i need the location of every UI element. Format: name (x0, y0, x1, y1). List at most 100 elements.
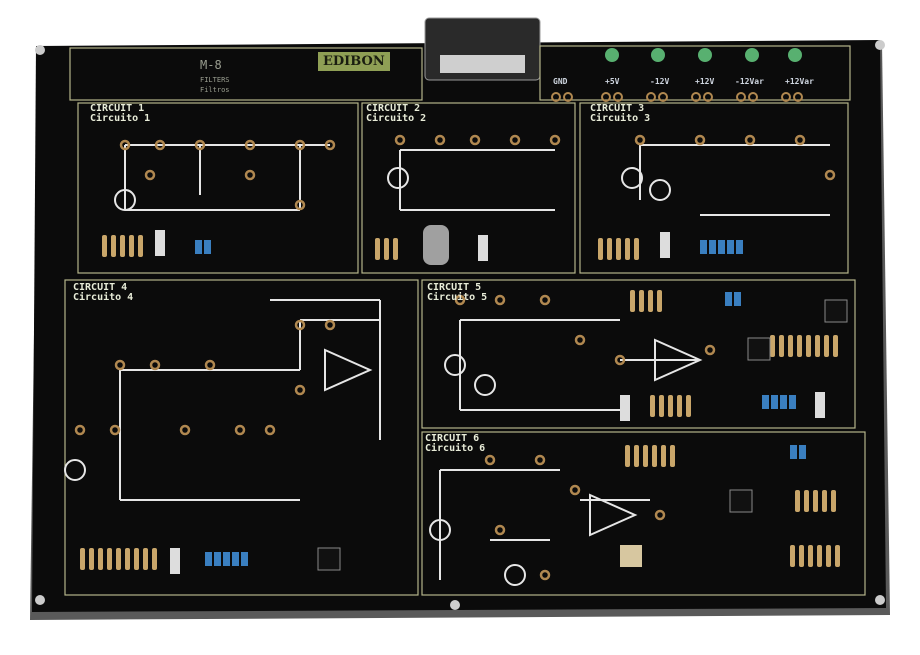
capacitor (205, 552, 212, 566)
source-symbol (504, 564, 526, 586)
slide-switch (478, 235, 488, 261)
ic-chip (729, 489, 753, 513)
resistor (98, 548, 103, 570)
resistor (111, 235, 116, 257)
resistor (659, 395, 664, 417)
resistor (102, 235, 107, 257)
resistor (375, 238, 380, 260)
opamp-symbol (654, 338, 703, 382)
edibon-logo: EDIBON (318, 52, 390, 71)
banana-pad (654, 509, 666, 521)
capacitor (790, 445, 797, 459)
capacitor (762, 395, 769, 409)
terminal-minus12var: -12Var (735, 77, 764, 86)
banana-pad (494, 524, 506, 536)
resistor (80, 548, 85, 570)
power-led (605, 48, 619, 62)
banana-pad (114, 359, 126, 371)
banana-pad (539, 294, 551, 306)
banana-pad (109, 424, 121, 436)
capacitor (780, 395, 787, 409)
banana-pad (324, 139, 336, 151)
opamp-symbol (589, 493, 638, 537)
capacitor (241, 552, 248, 566)
terminal-gnd: GND (553, 77, 568, 86)
resistor (813, 490, 818, 512)
banana-pad (204, 359, 216, 371)
banana-pad (509, 134, 521, 146)
banana-pad (149, 359, 161, 371)
slide-switch (155, 230, 165, 256)
resistor (89, 548, 94, 570)
resistor (643, 445, 648, 467)
banana-pad (549, 134, 561, 146)
resistor (634, 445, 639, 467)
banana-pad (694, 134, 706, 146)
source-symbol (474, 374, 496, 396)
banana-pad (234, 424, 246, 436)
resistor (826, 545, 831, 567)
mounting-screw (450, 600, 460, 610)
resistor (120, 235, 125, 257)
opamp-symbol (324, 348, 373, 392)
banana-pad (74, 424, 86, 436)
resistor (835, 545, 840, 567)
banana-pad (144, 169, 156, 181)
banana-pad (534, 454, 546, 466)
ic-chip (824, 299, 848, 323)
resistor (804, 490, 809, 512)
banana-pad (484, 454, 496, 466)
banana-pad (494, 294, 506, 306)
resistor (788, 335, 793, 357)
source-symbol (114, 189, 136, 211)
mounting-screw (35, 45, 45, 55)
banana-pad (744, 134, 756, 146)
banana-pad (569, 484, 581, 496)
banana-pad (824, 169, 836, 181)
resistor (625, 238, 630, 260)
capacitor (727, 240, 734, 254)
resistor (650, 395, 655, 417)
power-led (651, 48, 665, 62)
power-jack (551, 92, 561, 102)
source-symbol (64, 459, 86, 481)
capacitor (232, 552, 239, 566)
terminal-plus12v: +12V (695, 77, 715, 86)
capacitor (214, 552, 221, 566)
banana-pad (634, 134, 646, 146)
resistor (152, 548, 157, 570)
capacitor (734, 292, 741, 306)
power-led (745, 48, 759, 62)
banana-pad (454, 294, 466, 306)
capacitor (223, 552, 230, 566)
banana-pad (294, 384, 306, 396)
resistor (125, 548, 130, 570)
resistor (134, 548, 139, 570)
capacitor (789, 395, 796, 409)
resistor (616, 238, 621, 260)
banana-pad (704, 344, 716, 356)
resistor (670, 445, 675, 467)
power-jack (646, 92, 656, 102)
capacitor (736, 240, 743, 254)
resistor (393, 238, 398, 260)
resistor (799, 545, 804, 567)
resistor (634, 238, 639, 260)
resistor (815, 335, 820, 357)
slide-switch (170, 548, 180, 574)
banana-pad (119, 139, 131, 151)
resistor (817, 545, 822, 567)
slide-switch (620, 395, 630, 421)
power-jack (563, 92, 573, 102)
resistor (824, 335, 829, 357)
resistor (770, 335, 775, 357)
resistor (648, 290, 653, 312)
resistor (598, 238, 603, 260)
banana-pad (574, 334, 586, 346)
terminal-5v: +5V (605, 77, 620, 86)
